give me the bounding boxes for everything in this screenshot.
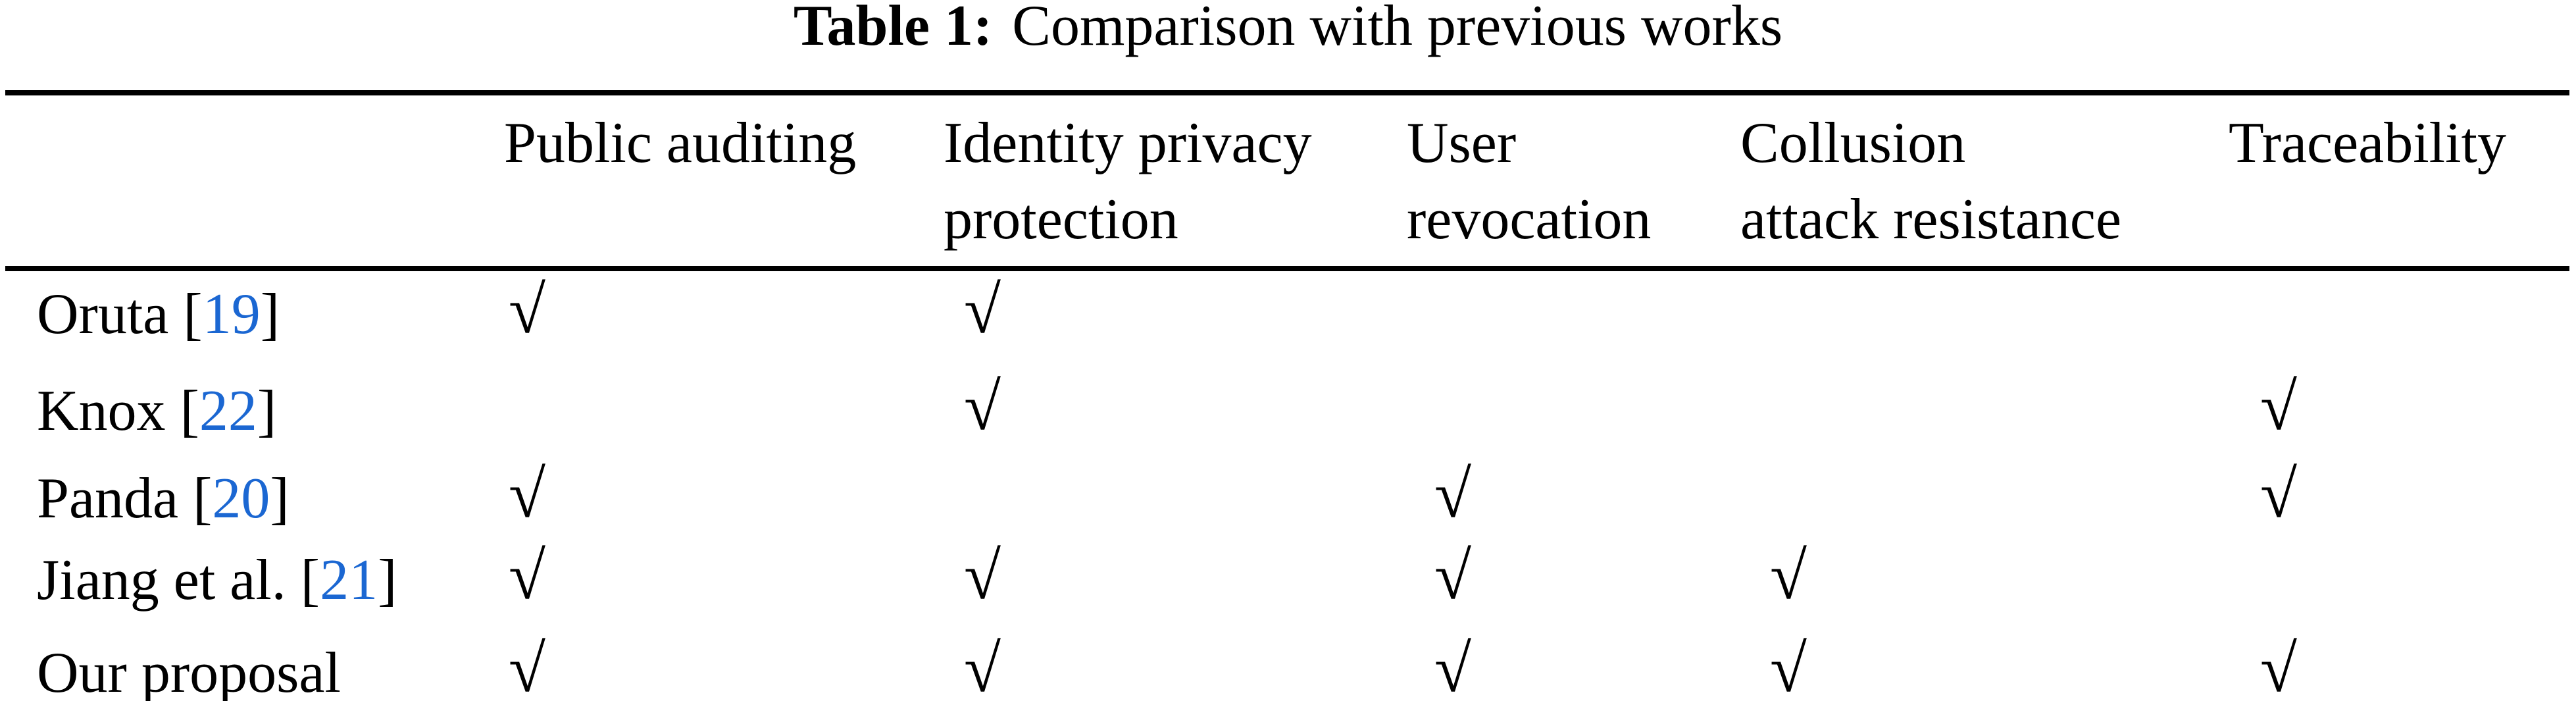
column-header-collusion-attack-resistance: Collusion attack resistance: [1740, 105, 2121, 258]
citation-bracket-open: [: [180, 379, 199, 443]
column-header-line2: attack resistance: [1740, 188, 2122, 251]
check-cell: √: [1770, 539, 1807, 613]
check-cell: √: [509, 273, 545, 348]
check-cell: √: [964, 632, 1001, 701]
check-cell: √: [1770, 632, 1807, 701]
citation-bracket-close: ]: [260, 282, 280, 346]
column-header-public-auditing: Public auditing: [504, 105, 856, 182]
table-caption: Table 1: Comparison with previous works: [0, 0, 2576, 55]
row-label: Our proposal: [37, 644, 355, 701]
citation-link[interactable]: 22: [199, 379, 257, 443]
citation-bracket-close: ]: [270, 467, 290, 531]
check-cell: √: [1434, 457, 1471, 532]
check-cell: √: [2260, 370, 2297, 444]
table-row-panda: Panda[20] √ √ √: [0, 461, 2576, 562]
check-cell: √: [964, 273, 1001, 348]
column-header-line2: revocation: [1407, 188, 1652, 251]
check-cell: √: [964, 370, 1001, 444]
table-row-knox: Knox[22] √ √: [0, 374, 2576, 475]
column-header-identity-privacy-protection: Identity privacy protection: [944, 105, 1312, 258]
check-cell: √: [509, 457, 545, 532]
scheme-name: Oruta: [37, 282, 169, 346]
top-rule: [5, 90, 2569, 95]
row-label: Oruta[19]: [37, 286, 280, 344]
check-cell: √: [2260, 457, 2297, 532]
citation-bracket-close: ]: [378, 548, 397, 612]
check-cell: √: [1434, 632, 1471, 701]
column-header-line1: Public auditing: [504, 111, 857, 175]
row-label: Knox[22]: [37, 382, 276, 440]
column-header-line1: Traceability: [2229, 111, 2506, 175]
column-header-user-revocation: User revocation: [1407, 105, 1651, 258]
table-number: Table 1:: [793, 0, 993, 58]
citation-link[interactable]: 20: [212, 467, 270, 531]
row-label: Panda[20]: [37, 470, 290, 528]
table-row-jiang-et-al: Jiang et al.[21] √ √ √ √: [0, 543, 2576, 644]
scheme-name: Our proposal: [37, 641, 341, 701]
scheme-name: Panda: [37, 467, 179, 531]
check-cell: √: [2260, 632, 2297, 701]
citation-bracket-open: [: [183, 282, 203, 346]
citation-link[interactable]: 19: [202, 282, 261, 346]
column-header-line1: Identity privacy: [944, 111, 1312, 175]
citation-bracket-open: [: [300, 548, 320, 612]
column-header-line2: protection: [944, 188, 1178, 251]
check-cell: √: [1434, 539, 1471, 613]
column-header-traceability: Traceability: [2229, 105, 2506, 182]
table-row-our-proposal: Our proposal √ √ √ √ √: [0, 636, 2576, 701]
table-caption-text: Comparison with previous works: [1012, 0, 1783, 58]
citation-link[interactable]: 21: [320, 548, 378, 612]
scheme-name: Jiang et al.: [37, 548, 286, 612]
column-header-line1: Collusion: [1740, 111, 1966, 175]
table-row-oruta: Oruta[19] √ √: [0, 277, 2576, 378]
check-cell: √: [509, 632, 545, 701]
row-label: Jiang et al.[21]: [37, 552, 397, 610]
check-cell: √: [964, 539, 1001, 613]
citation-bracket-open: [: [193, 467, 213, 531]
header-rule: [5, 266, 2569, 271]
check-cell: √: [509, 539, 545, 613]
scheme-name: Knox: [37, 379, 166, 443]
citation-bracket-close: ]: [257, 379, 277, 443]
column-header-line1: User: [1407, 111, 1517, 175]
